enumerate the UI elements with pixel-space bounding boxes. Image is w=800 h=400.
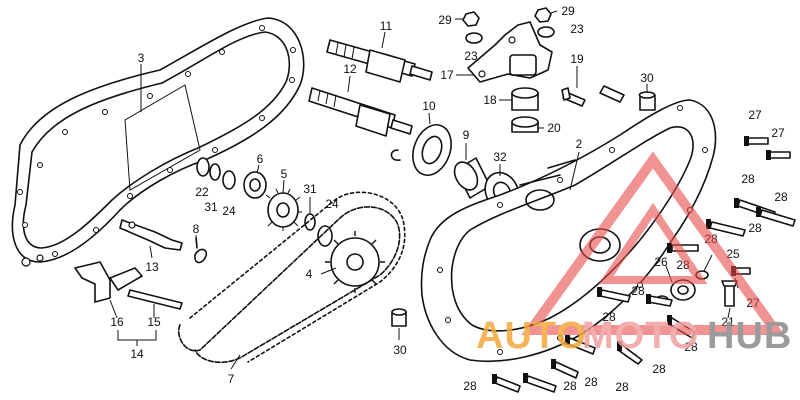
callout-24-right: 24 <box>325 197 339 211</box>
bolt-part-28-l <box>523 373 557 393</box>
callout-29-right: 29 <box>561 4 575 18</box>
callout-28-l: 28 <box>563 379 577 393</box>
shaft-part-11 <box>326 39 433 83</box>
bolt-part-19 <box>561 87 586 107</box>
washer-part-23-right <box>537 26 555 38</box>
nut-part-29-right <box>534 7 552 23</box>
callout-28-k: 28 <box>615 380 629 394</box>
callout-16: 16 <box>110 315 124 329</box>
oil-seal-part-10 <box>390 124 452 176</box>
gasket-part-3 <box>11 17 305 267</box>
bolt-part-27-b <box>766 150 791 160</box>
callout-9: 9 <box>463 128 470 142</box>
ring-part-24-right <box>317 225 333 247</box>
watermark-word-auto: AUTO <box>476 315 587 357</box>
bolt-part-28-f <box>646 294 673 307</box>
callout-7: 7 <box>228 372 235 386</box>
bracket-part-16 <box>74 261 143 303</box>
callout-28-b: 28 <box>774 190 788 204</box>
ring-part-31-right <box>304 213 316 231</box>
callout-10: 10 <box>422 99 436 113</box>
callout-4: 4 <box>306 267 313 281</box>
callout-23-right: 23 <box>570 22 584 36</box>
callout-32: 32 <box>493 150 507 164</box>
callout-28-g: 28 <box>602 310 616 324</box>
ring-part-31-left <box>209 163 221 181</box>
pin-part-15 <box>127 289 183 310</box>
callout-2: 2 <box>576 137 583 151</box>
callout-31-left: 31 <box>204 200 218 214</box>
bracket-assembly-part-17 <box>467 21 553 83</box>
callout-15: 15 <box>147 315 161 329</box>
callout-20: 20 <box>547 121 561 135</box>
callout-27-b: 27 <box>771 126 785 140</box>
bolt-part-28-h <box>565 335 596 355</box>
ring-part-24-left <box>222 170 236 190</box>
bolt-near-cover <box>599 85 625 103</box>
callout-8: 8 <box>193 222 200 236</box>
callout-27-a: 27 <box>748 108 762 122</box>
callout-31-right: 31 <box>303 182 317 196</box>
bracket-lines-part-14 <box>117 330 157 346</box>
bearing-part-6 <box>243 171 267 199</box>
lever-part-13 <box>119 219 183 251</box>
bolt-part-27-a <box>744 136 769 146</box>
bolt-part-28-k <box>492 374 521 393</box>
callout-28-a: 28 <box>741 172 755 186</box>
callout-28-j: 28 <box>584 375 598 389</box>
watermark-logo: AUTO MOTO HUB <box>476 151 792 357</box>
callout-28-c: 28 <box>748 221 762 235</box>
watermark-triangle <box>521 151 785 335</box>
callout-14: 14 <box>130 347 144 361</box>
bolt-part-28-e <box>597 287 631 303</box>
callout-28-f: 28 <box>631 284 645 298</box>
callout-22: 22 <box>195 185 209 199</box>
cap-part-20 <box>511 116 539 133</box>
washer-part-22 <box>196 157 210 177</box>
bolt-part-21 <box>721 280 738 307</box>
callout-28-i: 28 <box>652 362 666 376</box>
bearing-part-9 <box>453 157 491 199</box>
callout-30-upper: 30 <box>640 71 654 85</box>
callout-28-h: 28 <box>684 340 698 354</box>
spacer-part-30-lower <box>391 308 407 327</box>
callout-12: 12 <box>343 62 357 76</box>
bolt-part-28-i <box>617 341 643 365</box>
bolt-part-28-j <box>551 359 579 379</box>
callout-11: 11 <box>380 19 393 33</box>
spacer-part-30-upper <box>638 91 656 111</box>
chain-part-7 <box>178 191 406 364</box>
watermark-word-hub: HUB <box>707 315 792 357</box>
callout-30-lower: 30 <box>393 343 407 357</box>
bolt-part-28-c <box>706 219 746 237</box>
callout-24-left: 24 <box>222 204 236 218</box>
callout-28-m: 28 <box>463 379 477 393</box>
bolt-part-28-b <box>756 207 796 227</box>
callout-29-left: 29 <box>438 13 452 27</box>
callout-25: 25 <box>726 247 740 261</box>
shaft-part-12 <box>308 87 413 137</box>
callout-3: 3 <box>138 51 145 65</box>
callout-26: 26 <box>654 255 668 269</box>
callout-13: 13 <box>145 260 159 274</box>
watermark-word-moto: MOTO <box>582 315 699 357</box>
callout-17: 17 <box>440 68 454 82</box>
washer-part-23-left <box>465 32 483 44</box>
callout-18: 18 <box>483 93 497 107</box>
sprocket-part-5 <box>265 188 302 231</box>
collar-part-18 <box>511 87 539 111</box>
leader-lines <box>109 10 739 370</box>
callout-23-left: 23 <box>464 49 478 63</box>
callout-19: 19 <box>570 52 584 66</box>
callout-6: 6 <box>257 152 264 166</box>
nut-part-29-left <box>462 11 480 27</box>
callout-5: 5 <box>281 167 288 181</box>
